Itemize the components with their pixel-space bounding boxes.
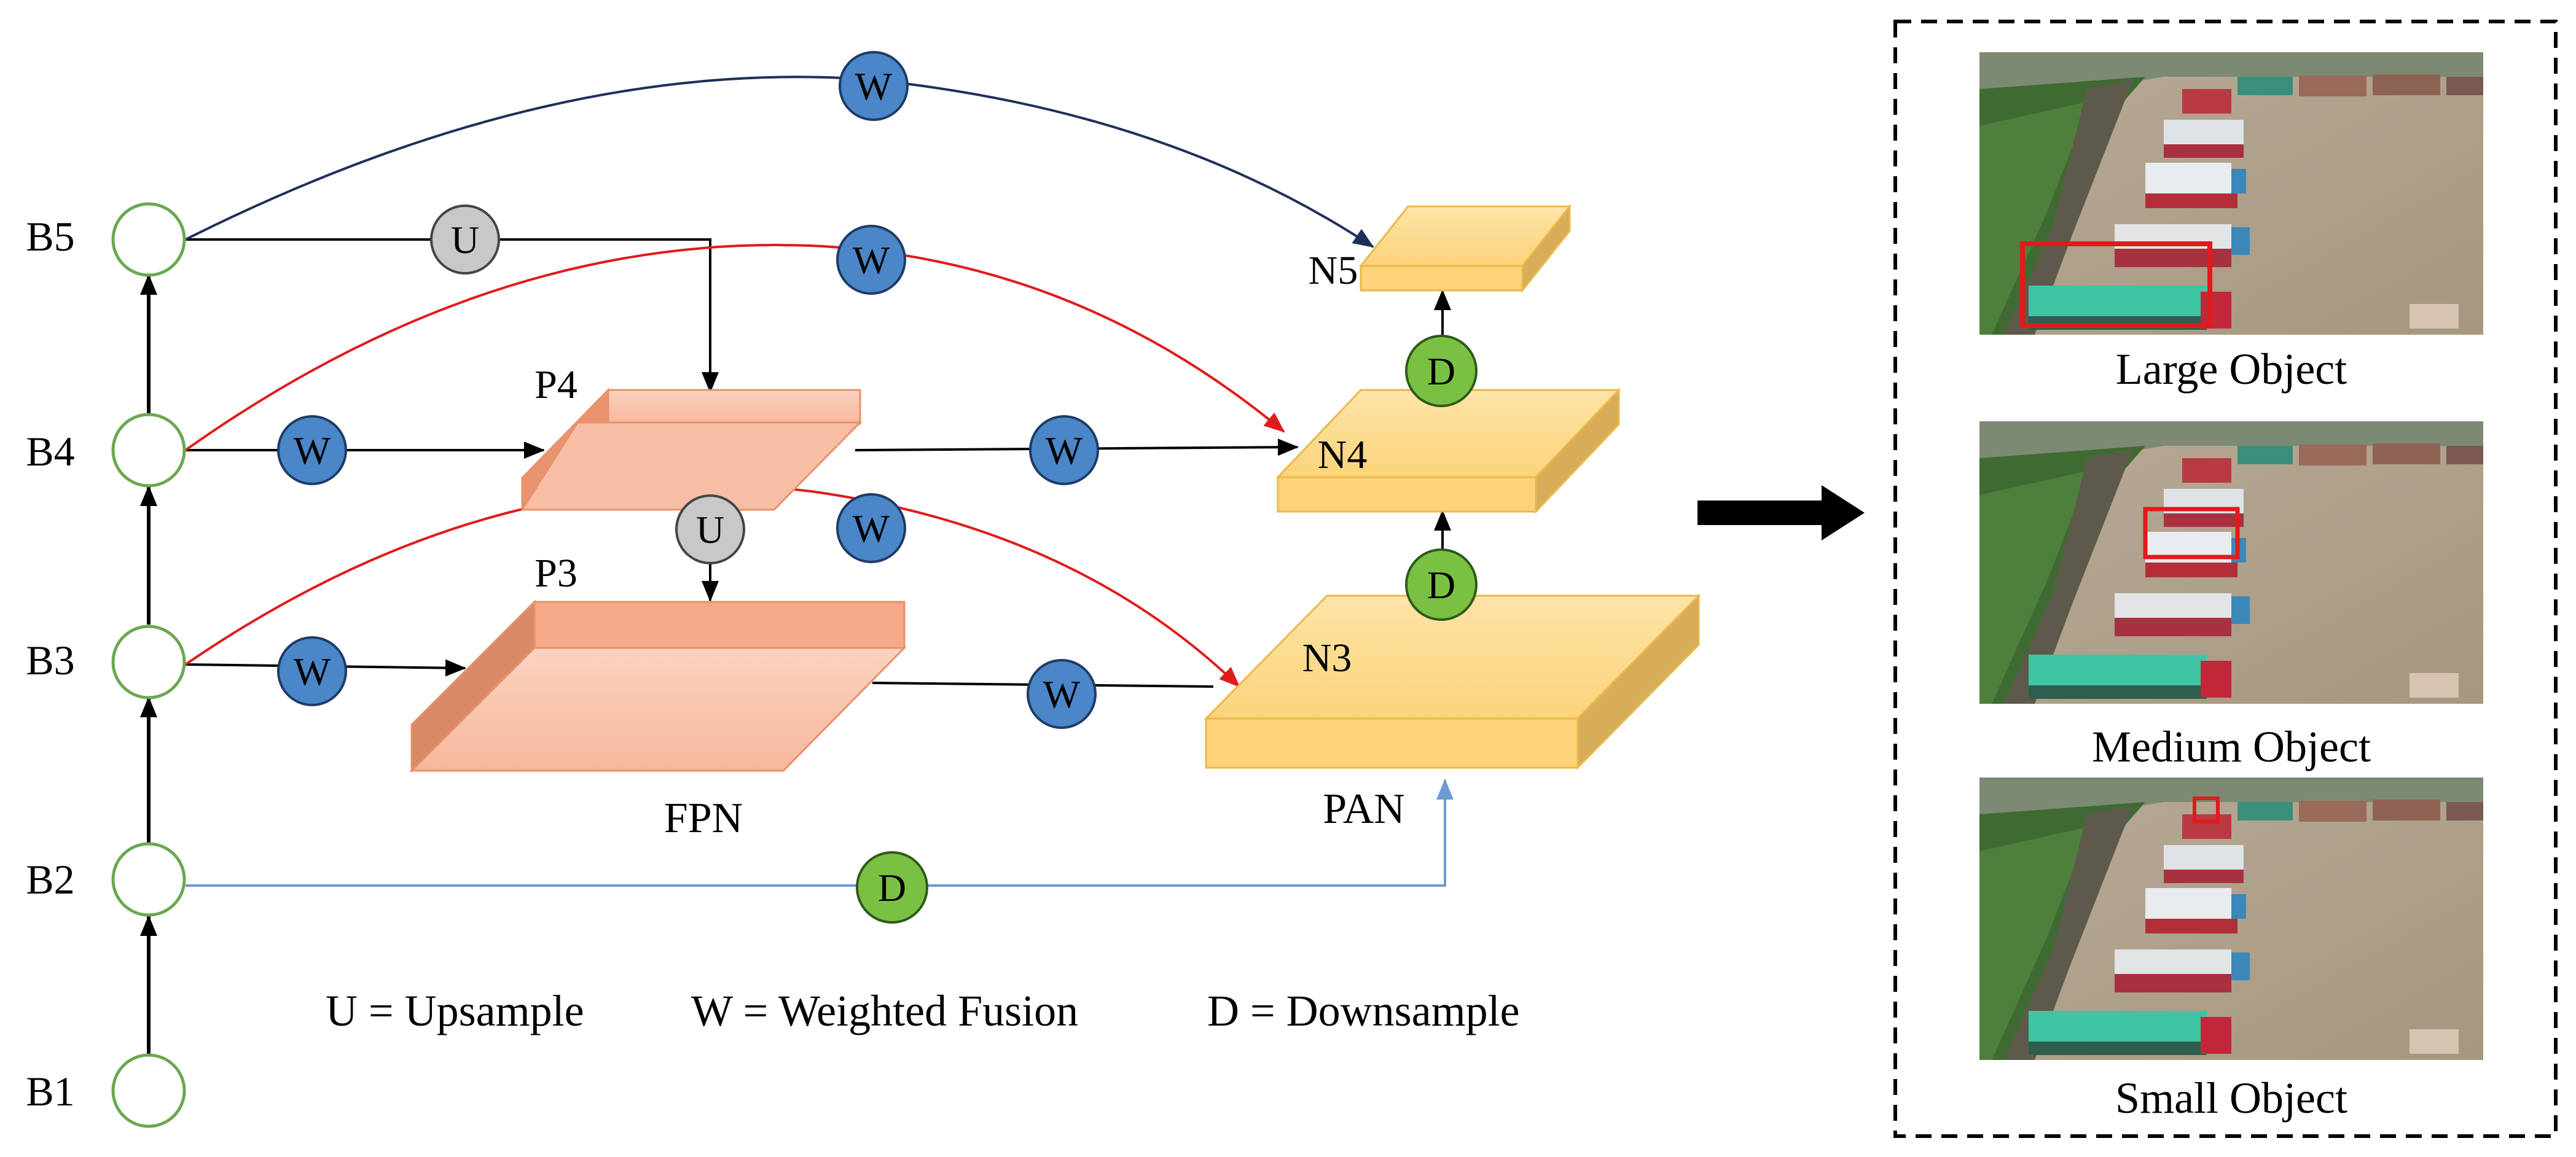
weighted-node-b3-n3: W: [836, 493, 906, 563]
weighted-node-b4-n4: W: [836, 225, 906, 295]
backbone-node-b5: [111, 202, 186, 277]
weighted-node-p4-n4: W: [1029, 415, 1099, 485]
arrow-b2-to-n3: [186, 779, 1454, 887]
downsample-node-n3: D: [1405, 548, 1478, 621]
svg-text:D: D: [878, 866, 906, 910]
upsample-node-b5: U: [430, 205, 500, 275]
example-image-medium: [1979, 421, 2483, 704]
svg-text:W: W: [1046, 429, 1083, 472]
label-n3: N3: [1302, 636, 1352, 680]
svg-text:D: D: [1427, 349, 1455, 393]
label-b3: B3: [26, 637, 74, 684]
label-pan: PAN: [1323, 785, 1405, 833]
svg-text:D: D: [1427, 563, 1455, 607]
upsample-node-p4: U: [675, 494, 745, 564]
pan-block-n4: [1275, 388, 1621, 514]
pan-block-n3: [1204, 593, 1701, 770]
label-fpn: FPN: [664, 795, 743, 842]
arrow-b4-to-n4: [184, 243, 1285, 451]
svg-text:U: U: [696, 508, 724, 551]
arrow-b5-to-p4: [186, 238, 719, 393]
caption-small-object: Small Object: [2115, 1073, 2347, 1123]
downsample-node-b2: D: [856, 851, 928, 924]
label-n5: N5: [1309, 248, 1358, 293]
backbone-node-b4: [111, 413, 186, 488]
weighted-node-p3-n3: W: [1027, 659, 1097, 729]
label-p3: P3: [534, 551, 577, 596]
example-image-small: [1979, 777, 2483, 1060]
pan-block-n5: [1358, 203, 1572, 294]
downsample-node-n4: D: [1405, 335, 1478, 407]
label-b4: B4: [26, 428, 74, 475]
example-image-large: [1979, 52, 2483, 335]
label-b5: B5: [26, 213, 74, 260]
svg-text:W: W: [1043, 672, 1081, 716]
label-b1: B1: [26, 1068, 74, 1115]
legend-upsample: U = Upsample: [326, 986, 584, 1035]
svg-text:W: W: [853, 507, 890, 550]
svg-text:W: W: [855, 64, 893, 108]
arrow-b5-to-n5: [185, 76, 1374, 248]
caption-medium-object: Medium Object: [2092, 722, 2371, 771]
results-panel: [1893, 20, 2558, 1138]
backbone-node-b1: [111, 1053, 186, 1128]
weighted-node-b3-p3: W: [277, 636, 347, 706]
weighted-node-b4-p4: W: [277, 415, 347, 485]
caption-large-object: Large Object: [2116, 345, 2347, 394]
svg-text:W: W: [294, 429, 331, 472]
fpn-block-p3: [409, 599, 907, 773]
weighted-node-b5-n5: W: [839, 51, 909, 121]
backbone-node-b3: [111, 625, 186, 699]
backbone-node-b2: [111, 842, 186, 917]
fpn-block-p4: [520, 388, 863, 512]
label-b2: B2: [26, 856, 74, 903]
result-arrow-icon: [1697, 485, 1865, 540]
svg-text:U: U: [451, 218, 479, 262]
legend-downsample: D = Downsample: [1207, 986, 1520, 1035]
label-p4: P4: [534, 362, 577, 407]
svg-text:W: W: [853, 238, 890, 282]
label-n4: N4: [1318, 432, 1368, 477]
legend-weighted: W = Weighted Fusion: [691, 986, 1078, 1035]
svg-text:W: W: [294, 650, 331, 693]
